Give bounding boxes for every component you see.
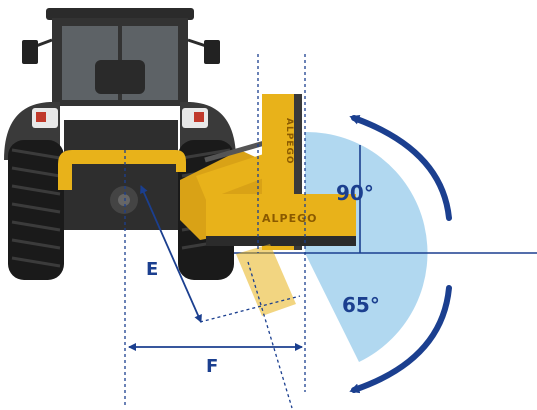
angle-label-65: 65° xyxy=(342,293,380,317)
mower-brand-horizontal: ALPEGO xyxy=(262,212,317,225)
guide-lines xyxy=(124,54,306,409)
rotation-arrow-up xyxy=(349,115,452,221)
dimension-e-label: E xyxy=(146,259,158,280)
dimension-f-label: F xyxy=(206,356,218,377)
dimension-e-line xyxy=(140,185,202,323)
rotation-arrow-down xyxy=(349,285,452,394)
angle-label-90: 90° xyxy=(336,181,374,205)
mower-brand-vertical: ALPEGO xyxy=(284,118,294,164)
reach-sector xyxy=(305,131,428,362)
